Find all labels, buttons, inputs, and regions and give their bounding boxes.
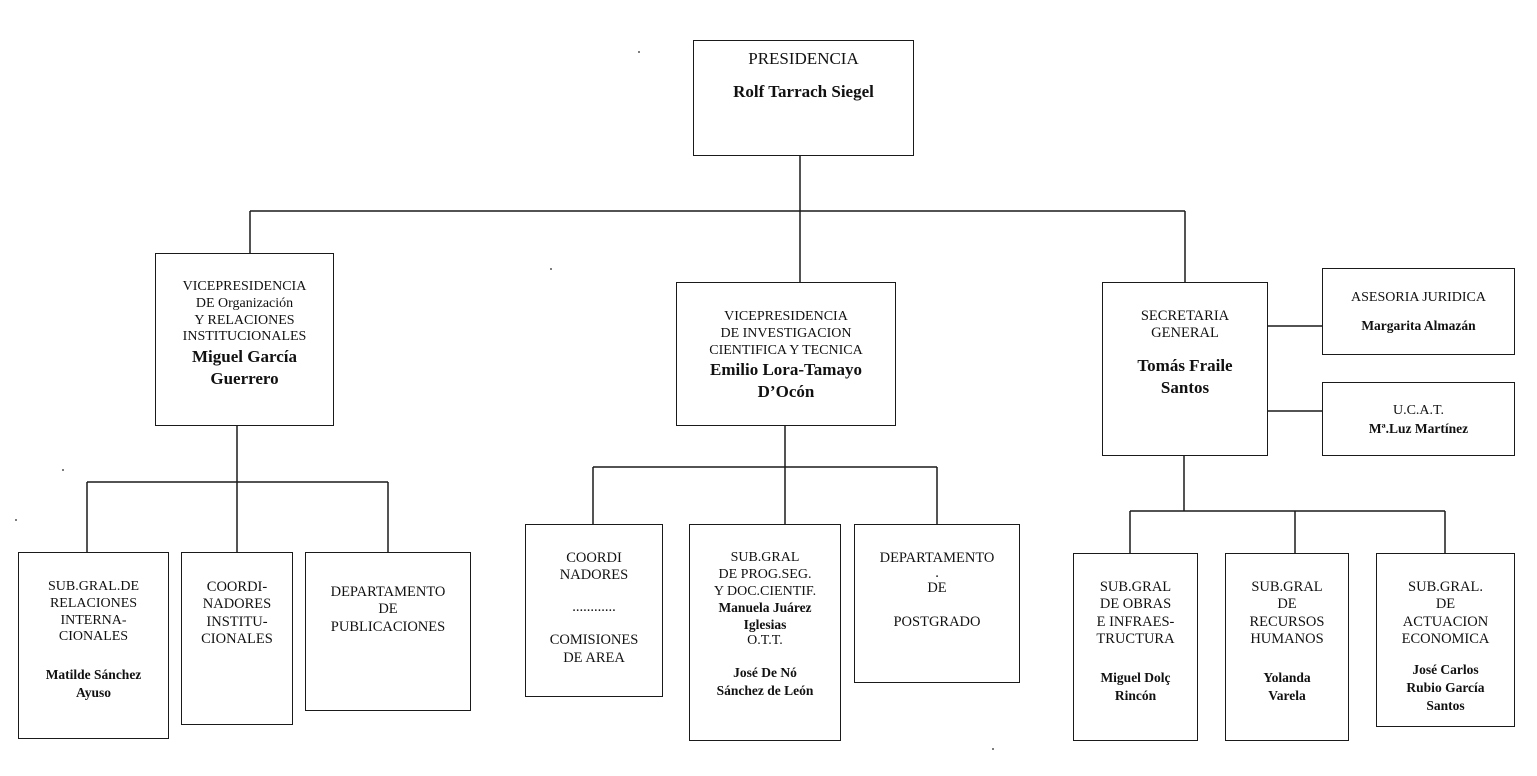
speck xyxy=(62,469,64,471)
box-asesoria-juridica: ASESORIA JURIDICA Margarita Almazán xyxy=(1322,268,1515,355)
vp-org-name: Miguel García xyxy=(192,347,297,367)
sub-obras-name: Miguel Dolç xyxy=(1100,669,1171,685)
sub-rrhh-line: HUMANOS xyxy=(1250,631,1324,648)
vp-org-line: VICEPRESIDENCIA xyxy=(182,279,307,294)
coord-inst-line: INSTITU- xyxy=(206,613,268,630)
sub-prog-line: SUB.GRAL xyxy=(730,550,800,565)
box-sub-programas: SUB.GRAL DE PROG.SEG. Y DOC.CIENTIF. Man… xyxy=(689,524,841,741)
dep-pub-line: PUBLICACIONES xyxy=(330,618,446,635)
coord-inst-line: COORDI- xyxy=(206,579,268,595)
secretaria-line: SECRETARIA xyxy=(1140,308,1230,324)
coord-area-line: DE AREA xyxy=(563,649,625,666)
vp-inv-name: Emilio Lora-Tamayo xyxy=(710,360,862,380)
sub-rrhh-line: SUB.GRAL xyxy=(1251,579,1323,595)
sub-obras-name: Rincón xyxy=(1114,687,1157,703)
sub-rel-name: Ayuso xyxy=(75,685,111,701)
sub-prog-name2: Sánchez de León xyxy=(716,682,814,698)
box-ucat: U.C.A.T. Mª.Luz Martínez xyxy=(1322,382,1515,456)
box-departamento-publicaciones: DEPARTAMENTO DE PUBLICACIONES xyxy=(305,552,471,711)
vp-org-line: Y RELACIONES xyxy=(194,312,295,328)
sub-prog-name1: Manuela Juárez xyxy=(718,600,812,616)
coord-inst-line: CIONALES xyxy=(201,631,273,648)
secretaria-name: Santos xyxy=(1160,377,1210,397)
ucat-name: Mª.Luz Martínez xyxy=(1368,420,1469,436)
sub-econ-name: José Carlos xyxy=(1412,661,1479,677)
speck xyxy=(15,519,17,521)
box-sub-actuacion-economica: SUB.GRAL. DE ACTUACION ECONOMICA José Ca… xyxy=(1376,553,1515,727)
box-sub-recursos-humanos: SUB.GRAL DE RECURSOS HUMANOS Yolanda Var… xyxy=(1225,553,1349,741)
sub-prog-name1: Iglesias xyxy=(743,616,787,632)
sub-econ-line: ECONOMICA xyxy=(1401,631,1490,648)
box-sub-obras: SUB.GRAL DE OBRAS E INFRAES- TRUCTURA Mi… xyxy=(1073,553,1198,741)
sub-econ-name: Santos xyxy=(1426,698,1465,713)
asesoria-name: Margarita Almazán xyxy=(1361,317,1476,333)
dep-post-line: DE xyxy=(927,580,947,597)
box-coordinadores-comisiones: COORDI NADORES ............ COMISIONES D… xyxy=(525,524,663,697)
sub-rrhh-line: DE xyxy=(1277,596,1297,613)
sub-rel-line: CIONALES xyxy=(58,629,129,645)
vp-org-name: Guerrero xyxy=(210,369,279,389)
box-secretaria-general: SECRETARIA GENERAL Tomás Fraile Santos xyxy=(1102,282,1268,456)
sub-prog-ott: O.T.T. xyxy=(747,632,783,648)
vp-inv-line: DE INVESTIGACION xyxy=(720,325,852,341)
sub-rrhh-line: RECURSOS xyxy=(1249,613,1325,630)
sub-rel-line: INTERNA- xyxy=(60,612,127,628)
box-coordinadores-institucionales: COORDI- NADORES INSTITU- CIONALES xyxy=(181,552,293,725)
vp-inv-name: D’Ocón xyxy=(757,382,815,402)
coord-area-line: NADORES xyxy=(559,567,629,584)
box-presidencia: PRESIDENCIA Rolf Tarrach Siegel xyxy=(693,40,914,156)
speck xyxy=(638,51,640,53)
ucat-title: U.C.A.T. xyxy=(1392,403,1445,418)
speck xyxy=(550,268,552,270)
sub-rrhh-name: Varela xyxy=(1268,687,1306,703)
sub-rrhh-name: Yolanda xyxy=(1263,669,1311,685)
dep-post-line: POSTGRADO xyxy=(893,613,981,630)
presidencia-title: PRESIDENCIA xyxy=(748,49,859,68)
sub-econ-name: Rubio García xyxy=(1406,679,1485,695)
box-sub-relaciones-internacionales: SUB.GRAL.DE RELACIONES INTERNA- CIONALES… xyxy=(18,552,169,739)
sub-prog-line: Y DOC.CIENTIF. xyxy=(713,583,817,599)
speck xyxy=(992,748,994,750)
vp-org-line: INSTITUCIONALES xyxy=(182,329,307,345)
box-departamento-postgrado: DEPARTAMENTO . DE POSTGRADO xyxy=(854,524,1020,683)
sub-econ-line: DE xyxy=(1435,596,1456,613)
box-vp-investigacion: VICEPRESIDENCIA DE INVESTIGACION CIENTIF… xyxy=(676,282,896,426)
coord-area-line: COMISIONES xyxy=(549,632,639,649)
sub-rel-line: SUB.GRAL.DE xyxy=(47,579,139,594)
sub-rel-name: Matilde Sánchez xyxy=(45,667,142,683)
sub-rel-line: RELACIONES xyxy=(49,595,138,611)
dep-pub-line: DE xyxy=(378,601,398,618)
coord-area-dots: ............ xyxy=(572,598,616,615)
dep-post-line: DEPARTAMENTO xyxy=(879,550,995,566)
dep-pub-line: DEPARTAMENTO xyxy=(330,584,446,600)
asesoria-title: ASESORIA JURIDICA xyxy=(1351,290,1486,305)
vp-inv-line: CIENTIFICA Y TECNICA xyxy=(709,342,863,358)
coord-inst-line: NADORES xyxy=(202,596,272,613)
sub-prog-line: DE PROG.SEG. xyxy=(718,566,812,582)
vp-org-line: DE Organización xyxy=(195,295,294,311)
sub-obras-line: TRUCTURA xyxy=(1096,631,1175,648)
sub-econ-line: SUB.GRAL. xyxy=(1408,579,1483,595)
dep-post-dot: . xyxy=(935,565,939,582)
box-vp-organizacion: VICEPRESIDENCIA DE Organización Y RELACI… xyxy=(155,253,334,426)
sub-obras-line: SUB.GRAL xyxy=(1099,579,1172,595)
sub-econ-line: ACTUACION xyxy=(1402,613,1489,630)
sub-obras-line: E INFRAES- xyxy=(1096,613,1175,630)
sub-prog-name2: José De Nó xyxy=(733,664,797,680)
secretaria-line: GENERAL xyxy=(1151,325,1219,342)
vp-inv-line: VICEPRESIDENCIA xyxy=(724,309,848,324)
presidencia-name: Rolf Tarrach Siegel xyxy=(733,82,874,102)
secretaria-name: Tomás Fraile xyxy=(1137,355,1233,375)
coord-area-line: COORDI xyxy=(566,550,622,566)
sub-obras-line: DE OBRAS xyxy=(1099,596,1172,613)
